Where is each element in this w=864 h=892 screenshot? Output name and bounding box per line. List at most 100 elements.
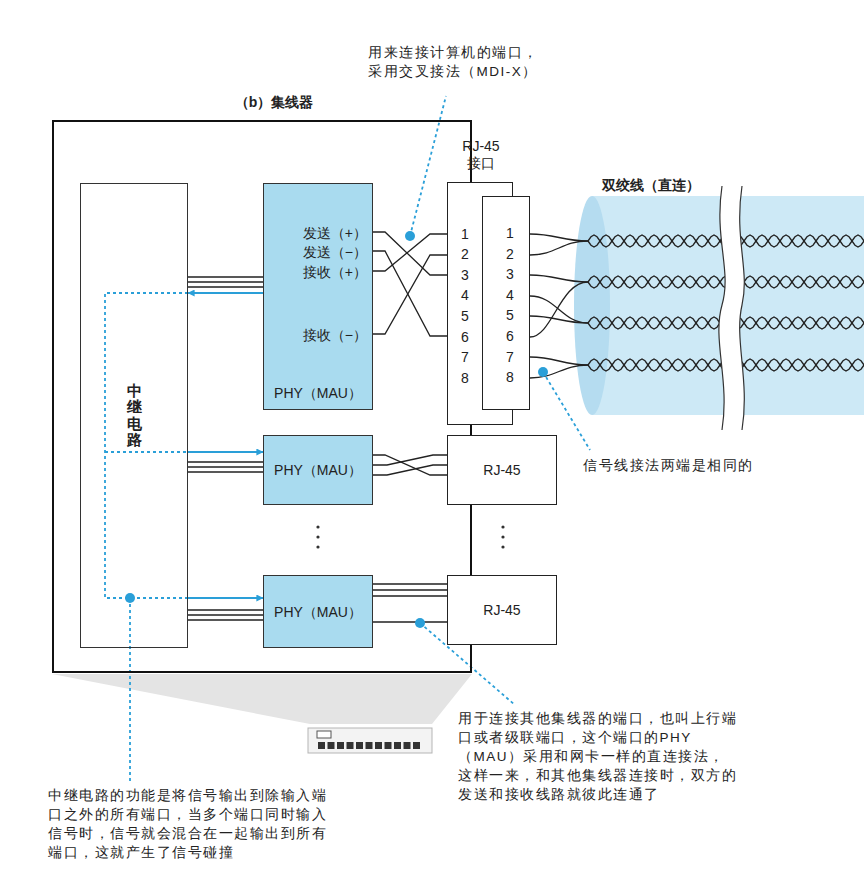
cross-wire [373,455,447,465]
phy-block: PHY（MAU） [263,575,373,648]
leader-line [410,96,446,236]
drawing-part [130,96,590,782]
cross-wire [373,255,447,334]
signal-arrow [188,597,263,599]
wire [530,296,588,323]
plug-wires [530,234,588,378]
pin-number: 1 [458,225,472,243]
relay-circuit: 中继电路 [80,183,188,648]
straight-wire [373,584,447,622]
wire [530,316,588,323]
dot [316,525,319,528]
callout-dot [415,618,425,628]
node-label: RJ-45 [483,601,520,619]
dot [501,535,504,538]
signal-wire [188,614,263,615]
node-label: 中继电路 [127,383,142,449]
bundle-wire [188,277,263,287]
node-label: PHY（MAU） [274,603,362,621]
signal-wire [373,455,447,475]
pin-number: 7 [503,348,517,366]
callout-note: 信号线接法两端是相同的 [583,457,754,476]
signal-arrow [188,292,263,294]
node-label: PHY（MAU） [274,461,362,479]
wire [530,365,588,378]
pin-number: 4 [458,286,472,304]
node-label: （b）集线器 [204,92,344,112]
node-label: 接收（−） [303,326,367,344]
break-line [740,186,745,430]
wire [530,241,588,255]
pin-number: 1 [503,224,517,242]
device-port [356,742,363,749]
phy-block: PHY（MAU） [263,435,373,505]
hub-housing: （b）集线器中继电路发送（+）发送（−）接收（+）接收（−）PHY（MAU）PH… [52,120,472,673]
signal-arrow [188,451,263,453]
device-port [404,742,411,749]
device-port [328,742,335,749]
node-label: PHY（MAU） [264,384,372,402]
wire [530,275,588,282]
hub-shadow [52,674,472,753]
pin-number: 8 [458,369,472,387]
rj45-port: RJ-45 [447,575,557,645]
leader-line [129,598,131,782]
device-port [318,742,325,749]
device-port [347,742,354,749]
shadow-trapezoid [52,674,472,724]
node-label: 发送（−） [303,243,367,261]
device-port [413,742,420,749]
pin-number: 7 [458,348,472,366]
device-port [394,742,401,749]
device-port [337,742,344,749]
pin-number: 3 [458,266,472,284]
cable-label: 双绞线（直连） [602,176,700,196]
hub-device [308,728,432,753]
callout-note: 中继电路的功能是将信号输出到除输入端口之外的所有端口，当多个端口同时输入信号时，… [48,787,338,863]
bundle-wire [188,462,263,472]
relay-dashed-path [105,293,188,598]
callout-note: 用来连接计算机的端口，采用交叉接法（MDI-X） [368,44,550,82]
pin-number: 4 [503,286,517,304]
device-port [385,742,392,749]
break-line [719,186,725,430]
signal-wire [373,232,447,275]
dot [316,535,319,538]
rj45-jack: RJ-45 接口1234567812345678 [447,182,513,425]
node-label: 接收（+） [303,263,367,281]
dot [316,545,319,548]
cable-break [719,186,744,430]
phy-block: 发送（+）发送（−） 接收（+） 接收（−） PHY（MAU） [263,183,373,410]
node-label: RJ-45 [483,461,520,479]
callout-note: 用于连接其他集线器的端口，也叫上行端口或者级联端口，这个端口的PHY（MAU）采… [458,710,740,804]
relay-paths [105,293,188,598]
device-led [317,731,331,738]
cable-end [574,196,610,415]
signal-wire [188,281,263,282]
device-port [366,742,373,749]
ellipsis-dots [316,525,504,548]
device-ports [318,742,420,749]
pin-number: 2 [503,245,517,263]
pin-number: 6 [458,328,472,346]
signal-wire [188,466,263,467]
wire [530,357,588,365]
pin-number: 8 [503,368,517,386]
bundle-wire [188,610,263,620]
callout-dot [125,593,135,603]
dot [501,525,504,528]
wire [530,282,588,337]
wire [530,234,588,241]
dot [501,545,504,548]
device-port [375,742,382,749]
rj45-plug: 12345678 [482,196,530,410]
pin-number: 5 [503,306,517,324]
rj45-port: RJ-45 [447,435,557,505]
pin-number: 3 [503,265,517,283]
callout-dot [538,367,548,377]
signal-wire [373,589,447,590]
cross-wire [373,251,447,336]
node-label: 发送（+） [303,224,367,242]
callout-dot [405,231,415,241]
